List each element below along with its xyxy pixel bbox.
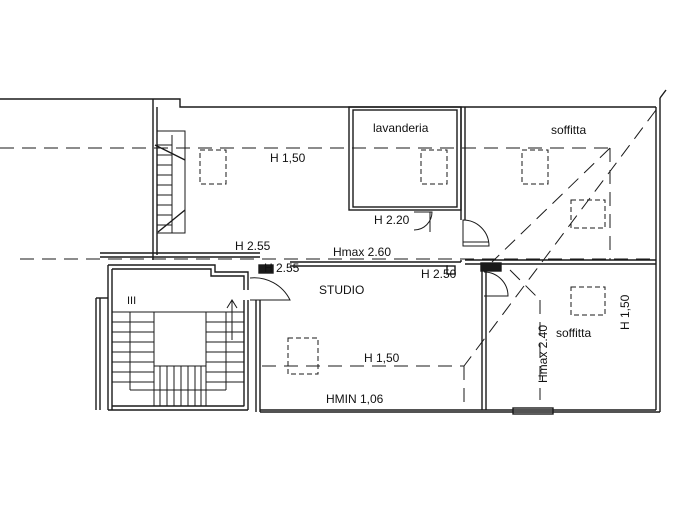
stair-mark: III [127,295,137,307]
room-label-laundry: lavanderia [373,121,429,135]
stair-top-left [154,130,186,234]
room-label-studio: STUDIO [319,283,365,297]
height-label-220: H 2.20 [374,213,410,227]
height-label-hmax-260: Hmax 2.60 [333,245,392,259]
height-label-150-bottom: H 1,50 [364,351,400,365]
door-swing-right [462,219,490,247]
wall-outlines [0,89,667,415]
door-swing-attic [483,271,509,297]
dashed-reference-lines [0,109,657,408]
height-label-250: H 2.50 [421,267,457,281]
stair-main [111,299,245,407]
room-label-attic-top: soffitta [551,123,587,137]
door-swing-studio [249,277,291,301]
height-label-150-right: H 1,50 [618,294,632,330]
height-label-150-top: H 1,50 [270,151,306,165]
room-label-attic-right: soffitta [556,326,592,340]
doors [249,211,509,301]
height-label-hmax-240: Hmax 2.40 [536,324,550,383]
height-label-255-a: H 2.55 [235,239,271,253]
height-label-255-b: H 2.55 [264,261,300,275]
height-label-hmin-106: HMIN 1,06 [326,392,384,406]
stair-block [108,264,249,290]
door-swing-laundry [413,211,433,231]
